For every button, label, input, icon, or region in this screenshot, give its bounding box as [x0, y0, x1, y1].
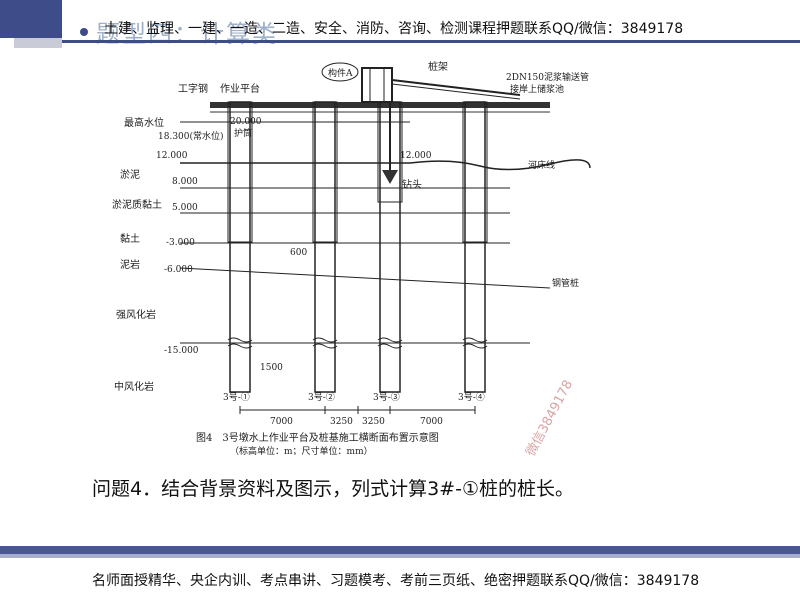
drill-bit [382, 170, 398, 184]
spacing-3: 3250 [362, 417, 385, 427]
drill-bit-label: 钻头 [402, 178, 422, 191]
footer-band-light [0, 554, 800, 558]
casing-label: 护筒 [234, 127, 252, 139]
title-rule [62, 40, 800, 43]
steel-casing-label: 钢管桩 [552, 277, 579, 289]
stratum-strong-weathered: 强风化岩 [116, 308, 156, 321]
spacing-2: 3250 [330, 417, 353, 427]
mud-pipe [391, 79, 521, 96]
elevation-top: 20.000 [230, 117, 262, 127]
component-a-label: 构件A [328, 67, 353, 79]
pile-section-drawing: 工字钢 作业平台 构件A 桩架 2DN150泥浆输送管 接岸上储浆池 20.00… [112, 60, 591, 457]
elevation-mudstone: -6.000 [164, 265, 193, 275]
stratum-clay: 黏土 [120, 232, 140, 245]
title-bullet [80, 28, 88, 36]
i-beam-label: 工字钢 [178, 82, 208, 95]
pile-label-3: 3号-③ [373, 392, 400, 403]
pipe-sub-label: 接岸上储浆池 [510, 83, 564, 95]
component-a-marker [321, 62, 359, 82]
platform-label: 作业平台 [220, 82, 260, 95]
elevation-weathered: -15.000 [164, 346, 199, 356]
pile-4 [462, 101, 488, 393]
pile-2 [312, 101, 338, 393]
elevation-riverbed-left: 12.000 [156, 151, 188, 161]
pile-section-figure: 工字钢 作业平台 构件A 桩架 2DN150泥浆输送管 接岸上储浆池 20.00… [110, 60, 650, 457]
elevation-riverbed-right: 12.000 [400, 151, 432, 161]
elevation-silty-clay: 5.000 [172, 203, 198, 213]
slide-title: 题型四：计算类 [96, 20, 278, 48]
pile-1 [227, 101, 253, 393]
highest-water-label: 最高水位 [124, 116, 164, 129]
riverbed-label: 河床线 [528, 159, 555, 171]
spacing-4: 7000 [420, 417, 443, 427]
pile-frame [361, 67, 393, 103]
decor-square-dark [0, 0, 62, 38]
pile-label-1: 3号-① [223, 392, 250, 403]
footer-band [0, 546, 800, 554]
elevation-silt: 8.000 [172, 177, 198, 187]
elevation-clay: -3.000 [166, 238, 195, 248]
spacing-1: 7000 [270, 417, 293, 427]
stratum-mudstone: 泥岩 [120, 258, 140, 271]
stratum-silt: 淤泥 [120, 168, 140, 181]
pile-frame-label: 桩架 [428, 60, 448, 73]
dim-600: 600 [290, 248, 307, 258]
question-text: 问题4．结合背景资料及图示，列式计算3#-①桩的桩长。 [92, 478, 574, 500]
figure-caption: 图4 3号墩水上作业平台及桩基施工横断面布置示意图 [196, 431, 439, 444]
pile-label-4: 3号-④ [458, 392, 485, 403]
stratum-silty-clay: 淤泥质黏土 [112, 198, 162, 211]
pile-3 [377, 101, 403, 393]
dim-1500: 1500 [260, 363, 283, 373]
pipe-label: 2DN150泥浆输送管 [506, 71, 589, 83]
top-banner-text: 土建、监理、一建、一造、二造、安全、消防、咨询、检测课程押题联系QQ/微信：38… [104, 21, 684, 37]
figure-caption-sub: （标高单位：m；尺寸单位：mm） [230, 445, 373, 455]
normal-water-label: 18.300(常水位) [158, 130, 224, 142]
stratum-moderate-weathered: 中风化岩 [114, 380, 154, 393]
footer-text: 名师面授精华、央企内训、考点串讲、习题模考、考前三页纸、绝密押题联系QQ/微信：… [92, 573, 700, 589]
pile-label-2: 3号-② [308, 392, 335, 403]
